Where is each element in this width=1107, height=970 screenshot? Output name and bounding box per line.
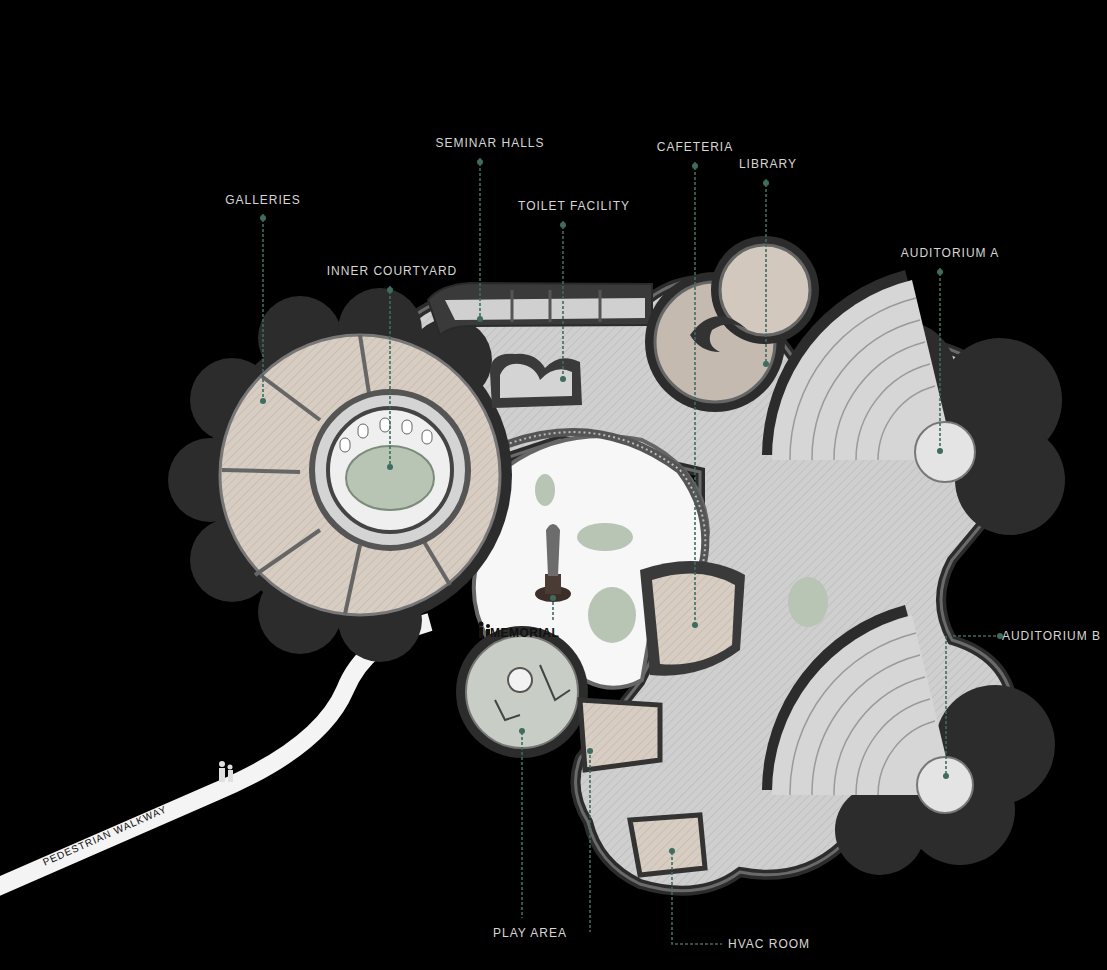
callout-label: PEDESTRIAN WALKWAY xyxy=(41,802,170,869)
callout-label: PLAY AREA xyxy=(493,926,567,940)
callout-label: TOILET FACILITY xyxy=(518,199,630,213)
callout-label: LIBRARY xyxy=(739,157,797,171)
callout-label: MEMORIAL xyxy=(490,626,559,640)
callout-label: INNER COURTYARD xyxy=(327,264,458,278)
callout-label: AUDITORIUM A xyxy=(901,246,999,260)
callout-label: SEMINAR HALLS xyxy=(435,136,544,150)
callout-label: GALLERIES xyxy=(225,193,301,207)
callout-label: HVAC ROOM xyxy=(728,937,810,951)
callout-label: CAFETERIA xyxy=(657,140,733,154)
callout-label: AUDITORIUM B xyxy=(1002,629,1101,643)
